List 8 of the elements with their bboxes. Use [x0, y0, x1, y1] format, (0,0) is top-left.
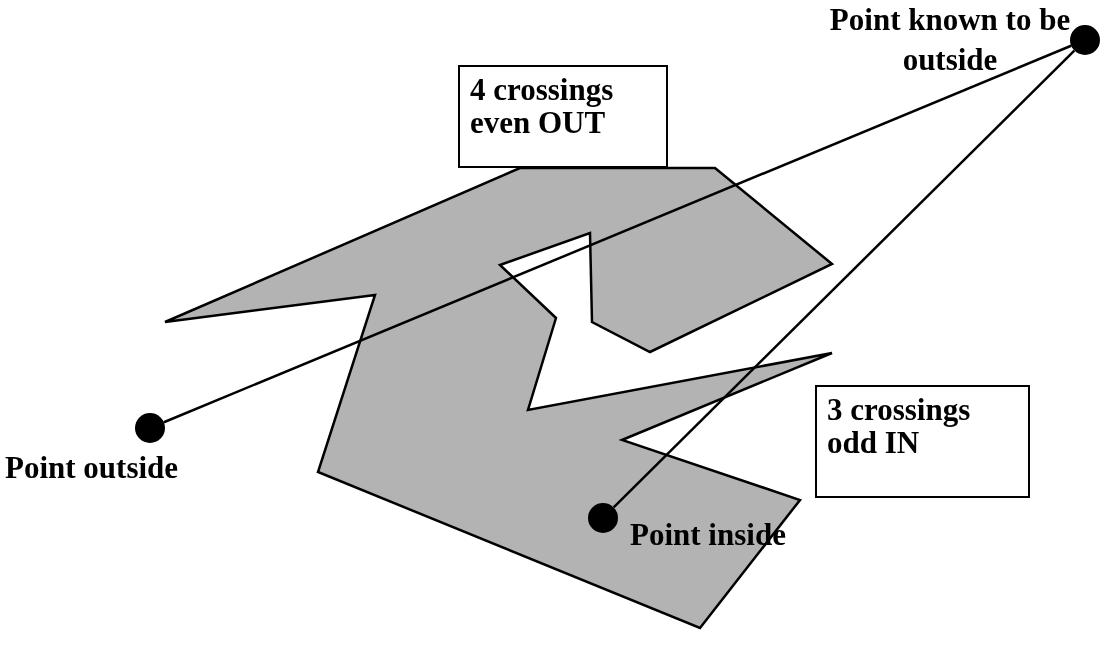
point-marker — [135, 413, 165, 443]
point-marker — [1070, 25, 1100, 55]
ray-line — [612, 49, 1076, 509]
ray-line — [163, 44, 1072, 424]
label-box: 4 crossings even OUT — [458, 65, 668, 168]
point-label: Point outside — [5, 449, 180, 487]
label-box: 3 crossings odd IN — [815, 385, 1030, 498]
point-label: Point known to be outside — [828, 1, 1072, 79]
